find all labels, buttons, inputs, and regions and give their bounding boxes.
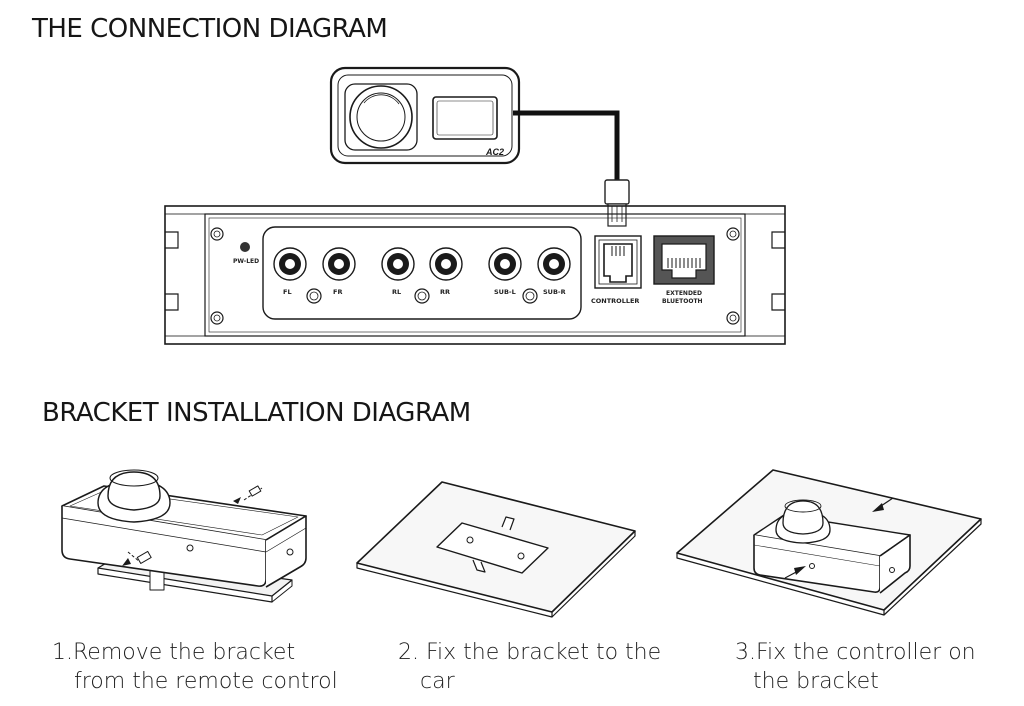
rca-jacks — [273, 247, 571, 281]
rca-jack-sub-l — [488, 247, 522, 281]
port-label-rr: RR — [440, 288, 450, 296]
rca-jack-sub-r — [537, 247, 571, 281]
pw-led-label: PW-LED — [233, 258, 259, 265]
rca-jack-rl — [381, 247, 415, 281]
step2-caption: 2. Fix the bracket to the car — [398, 638, 661, 696]
step3-caption: 3.Fix the controller on the bracket — [735, 638, 976, 696]
step2-line2: car — [420, 669, 455, 694]
port-label-rl: RL — [392, 288, 401, 296]
step3-line2: the bracket — [753, 669, 879, 694]
port-label-fl: FL — [283, 288, 292, 296]
bluetooth-label-line2: BLUETOOTH — [662, 298, 703, 305]
port-label-fr: FR — [333, 288, 342, 296]
bracket-installation-title: BRACKET INSTALLATION DIAGRAM — [42, 398, 471, 428]
bluetooth-port — [653, 235, 715, 285]
controller-port — [594, 235, 642, 289]
power-led — [240, 242, 250, 252]
step3-line1: 3.Fix the controller on — [735, 640, 976, 665]
port-label-sub-l: SUB-L — [494, 288, 516, 296]
rca-jack-fl — [273, 247, 307, 281]
rca-jack-fr — [322, 247, 356, 281]
step1-line1: 1.Remove the bracket — [52, 640, 296, 665]
step1-line2: from the remote control — [74, 669, 338, 694]
controller-cable — [513, 110, 620, 180]
controller-port-label: CONTROLLER — [591, 297, 639, 305]
amplifier-panel — [164, 205, 786, 345]
rj-plug — [604, 179, 630, 227]
connection-diagram-title: THE CONNECTION DIAGRAM — [32, 14, 388, 44]
port-label-sub-r: SUB-R — [543, 288, 566, 296]
controller-brand-label: AC2 — [485, 147, 504, 157]
gain-knobs — [306, 288, 538, 304]
step1-illustration — [61, 469, 307, 603]
bluetooth-label-line1: EXTENDED — [666, 290, 702, 297]
step3-illustration — [676, 469, 982, 616]
step2-illustration — [356, 481, 636, 618]
rca-jack-rr — [429, 247, 463, 281]
step2-line1: 2. Fix the bracket to the — [398, 640, 662, 665]
step1-caption: 1.Remove the bracket from the remote con… — [52, 638, 338, 696]
